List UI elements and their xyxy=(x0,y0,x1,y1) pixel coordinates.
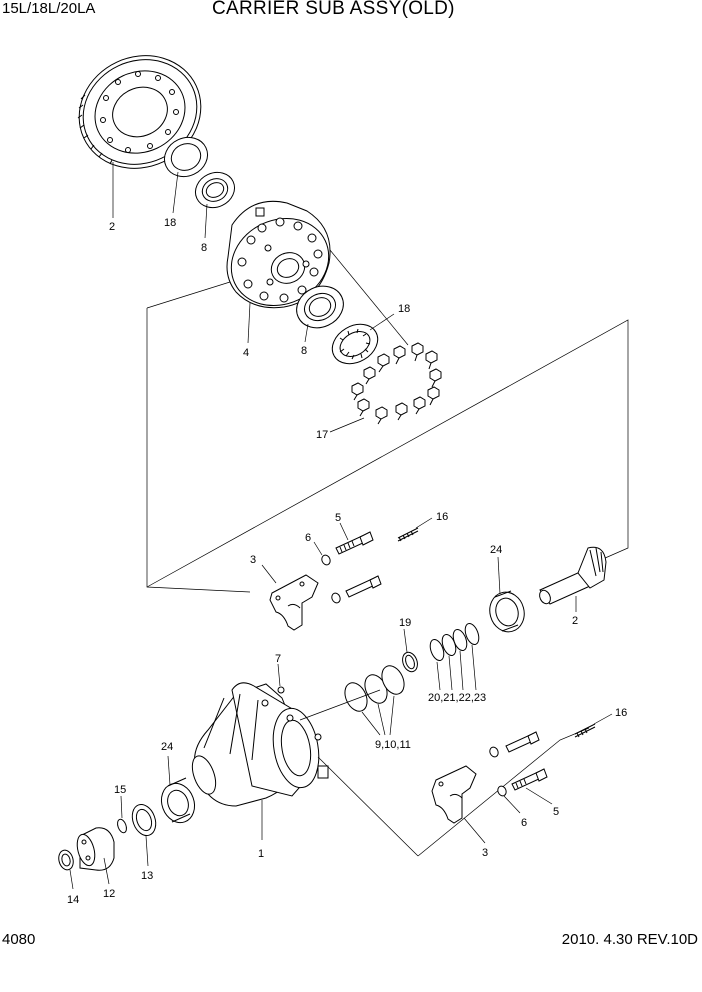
bearing-mid xyxy=(296,285,344,329)
callout-17-bolts: 17 xyxy=(316,429,328,441)
callout-8-bearing-top: 8 xyxy=(201,242,207,254)
callout-12-flange: 12 xyxy=(103,888,115,900)
washer-6-bottom xyxy=(497,785,507,797)
ring-19 xyxy=(402,651,418,673)
bearing-24-bottom xyxy=(160,777,196,824)
callout-24-bearing-top: 24 xyxy=(490,544,502,556)
callout-5-bolt-top: 5 xyxy=(335,512,341,524)
callout-3-cap-top: 3 xyxy=(250,554,256,566)
page-title: CARRIER SUB ASSY(OLD) xyxy=(212,0,455,19)
callout-6-washer-top: 6 xyxy=(305,532,311,544)
shims-9-11 xyxy=(344,665,405,712)
callout-14-nut: 14 xyxy=(67,894,79,906)
callout-16-pin-bottom: 16 xyxy=(615,707,627,719)
bearing-cap-bottom xyxy=(431,765,477,824)
circlip xyxy=(117,818,127,834)
differential-carrier xyxy=(191,682,381,807)
callout-20-23-shims: 20,21,22,23 xyxy=(428,692,486,704)
callout-16-pin-top: 16 xyxy=(436,511,448,523)
bolt-5-bottom xyxy=(511,768,548,791)
plug-7 xyxy=(277,686,285,694)
callout-13-seal: 13 xyxy=(141,870,153,882)
callout-15-circlip: 15 xyxy=(114,784,126,796)
bearing-top xyxy=(195,171,235,209)
drive-pinion xyxy=(539,546,607,605)
bolt-5-bottom-upper xyxy=(489,731,540,758)
model-label: 15L/18L/20LA xyxy=(2,0,96,17)
washer-6-top xyxy=(321,554,331,566)
callout-5-bolt-bottom: 5 xyxy=(553,806,559,818)
page-number: 4080 xyxy=(2,931,36,948)
flange-nut xyxy=(58,849,74,871)
callout-19-ring: 19 xyxy=(399,617,411,629)
companion-flange xyxy=(76,827,115,871)
differential-case xyxy=(226,200,331,309)
bolt-set xyxy=(351,342,442,425)
callout-18-shim-mid: 18 xyxy=(398,303,410,315)
shims-20-23 xyxy=(429,622,480,662)
callout-9-11-shims: 9,10,11 xyxy=(375,739,411,751)
shim-top xyxy=(164,136,208,178)
bolt-5-top-lower xyxy=(331,575,382,604)
oil-seal xyxy=(131,804,157,836)
revision-date: 2010. 4.30 REV.10D xyxy=(561,931,698,948)
callout-3-cap-bottom: 3 xyxy=(482,847,488,859)
ring-gear xyxy=(77,55,202,169)
callout-4-differential-case: 4 xyxy=(243,347,249,359)
callout-8-bearing-mid: 8 xyxy=(301,345,307,357)
shim-mid xyxy=(331,323,379,365)
callout-1-carrier: 1 xyxy=(258,848,264,860)
bearing-cap-top xyxy=(269,574,319,631)
pin-16-bottom xyxy=(574,723,596,738)
callout-18-shim-top: 18 xyxy=(164,217,176,229)
callout-6-washer-bottom: 6 xyxy=(521,817,527,829)
callout-2-pinion: 2 xyxy=(572,615,578,627)
bolt-5-top xyxy=(335,531,374,555)
pin-16-top xyxy=(397,527,419,542)
bearing-24-top xyxy=(489,590,525,633)
callout-24-bearing-bottom: 24 xyxy=(161,741,173,753)
callout-7-plug: 7 xyxy=(275,653,281,665)
callout-2-ring-gear: 2 xyxy=(109,221,115,233)
